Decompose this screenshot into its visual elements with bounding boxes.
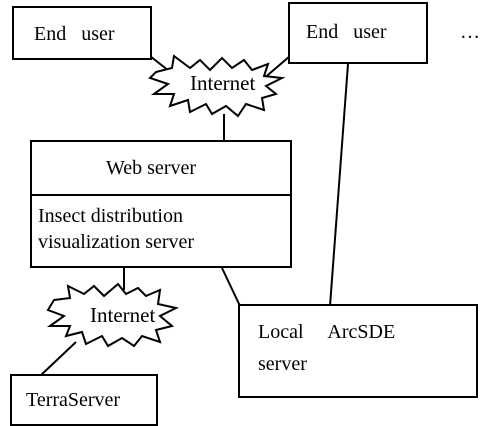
internet-cloud-bottom (46, 282, 179, 348)
visualization-server-section: Insect distribution visualization server (32, 196, 290, 266)
visualization-server-label-line2: visualization server (38, 231, 195, 253)
terraserver-label: TerraServer (26, 389, 121, 411)
local-arcsde-server-box: Local ArcSDE server (238, 304, 478, 398)
end-user-right-label: End user (306, 21, 387, 43)
local-arcsde-label-line1: Local ArcSDE (258, 321, 396, 343)
more-users-ellipsis: … (460, 21, 480, 43)
connector-enduser-right-arcsde (329, 63, 349, 307)
internet-cloud-top (148, 54, 286, 118)
web-server-label: Web server (106, 157, 197, 179)
internet-bottom-label: Internet (90, 303, 156, 327)
visualization-server-label-line1: Insect distribution (38, 205, 183, 227)
local-arcsde-label-line2: server (258, 353, 307, 375)
web-server-box: Web server Insect distribution visualiza… (30, 140, 292, 268)
connector-vizserver-arcsde (221, 267, 241, 307)
terraserver-box: TerraServer (10, 374, 158, 426)
internet-top-label: Internet (190, 71, 256, 95)
end-user-right-box: End user (288, 2, 428, 64)
web-server-divider (32, 194, 290, 196)
end-user-left-box: End user (12, 6, 152, 60)
connector-internet-terraserver (39, 341, 77, 377)
end-user-left-label: End user (34, 23, 115, 45)
